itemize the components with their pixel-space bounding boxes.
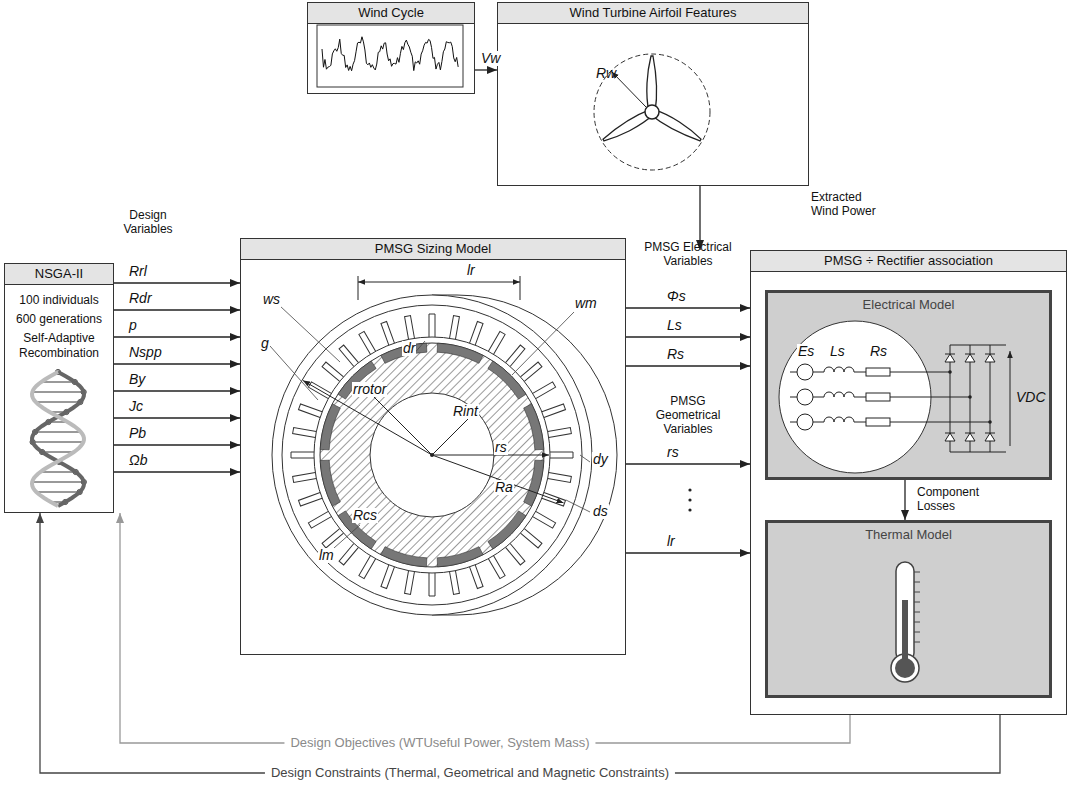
connector-arrow <box>114 363 240 364</box>
connector-arrow <box>626 552 750 553</box>
connector-arrow <box>114 282 240 283</box>
process-box: Wind Turbine Airfoil Features <box>497 2 809 186</box>
box-text: Self-Adaptive Recombination <box>5 329 113 363</box>
box-title: Wind Turbine Airfoil Features <box>498 3 808 24</box>
box-title: Thermal Model <box>768 523 1049 547</box>
connector-arrow <box>114 309 240 310</box>
process-box: Electrical ModelThermal Model PMSG ÷ Rect… <box>750 250 1067 715</box>
box-title: PMSG ÷ Rectifier association <box>751 251 1066 272</box>
symbol-label: Ra <box>494 480 514 495</box>
symbol-label: Rw <box>596 66 616 81</box>
symbol-label: rrotor <box>352 382 387 397</box>
connector-arrow <box>475 69 497 70</box>
ellipsis-dot <box>688 498 691 501</box>
symbol-label: Ls <box>829 344 846 359</box>
connector-label: Rdr <box>128 291 153 306</box>
box-title: Wind Cycle <box>308 3 474 24</box>
connector-label: Vw <box>480 51 501 66</box>
connector-arrow <box>626 365 750 366</box>
connector-label: Design Constraints (Thermal, Geometrical… <box>265 766 675 780</box>
group-label: PMSG Geometrical Variables <box>640 394 736 436</box>
symbol-label: Es <box>797 344 815 359</box>
box-text: 600 generations <box>5 310 113 329</box>
group-label: PMSG Electrical Variables <box>640 240 736 268</box>
group-label: Design Variables <box>116 208 180 236</box>
symbol-label: Rcs <box>352 508 378 523</box>
symbol-label: ds <box>592 504 609 519</box>
connector-label: Component Losses <box>916 485 988 513</box>
connector-arrow <box>114 336 240 337</box>
sub-model-box: Thermal Model <box>765 520 1052 698</box>
connector-arrow <box>114 390 240 391</box>
connector-label: Rs <box>666 347 685 362</box>
connector-label: Design Objectives (WTUseful Power, Syste… <box>284 736 595 750</box>
box-text: 100 individuals <box>5 291 113 310</box>
connector-label: rs <box>666 445 680 460</box>
symbol-label: VDC <box>1016 390 1046 405</box>
connector-label: Φs <box>666 289 687 304</box>
symbol-label: Rs <box>869 344 888 359</box>
process-box: PMSG Sizing Model <box>240 238 626 655</box>
symbol-label: wm <box>574 296 598 311</box>
process-box: Wind Cycle <box>307 2 475 94</box>
symbol-label: Rint <box>452 404 479 419</box>
connector-label: Pb <box>128 426 147 441</box>
symbol-label: dy <box>592 452 609 467</box>
sub-model-box: Electrical Model <box>765 290 1052 480</box>
connector-arrow <box>114 471 240 472</box>
ellipsis-dot <box>688 508 691 511</box>
connector-label: By <box>128 372 146 387</box>
connector-label: Ls <box>666 318 683 333</box>
connector-label: Nspp <box>128 345 163 360</box>
connector-label: Extracted Wind Power <box>810 190 884 218</box>
ellipsis-dot <box>688 488 691 491</box>
connector-arrow <box>626 307 750 308</box>
symbol-label: lm <box>318 548 335 563</box>
symbol-label: g <box>260 336 270 351</box>
connector-arrow <box>114 444 240 445</box>
connector-arrow <box>626 463 750 464</box>
symbol-label: rs <box>494 440 508 455</box>
connector-label: Jc <box>128 399 144 414</box>
box-title: NSGA-II <box>5 264 113 285</box>
box-title: PMSG Sizing Model <box>241 239 625 260</box>
box-title: Electrical Model <box>768 293 1049 317</box>
connector-arrow <box>114 417 240 418</box>
connector-label: Ωb <box>128 453 148 468</box>
connector-label: lr <box>666 534 676 549</box>
connector-arrow <box>626 336 750 337</box>
connector-label: Rrl <box>128 264 148 279</box>
symbol-label: lr <box>466 263 476 278</box>
process-box: NSGA-II 100 individuals600 generationsSel… <box>4 263 114 513</box>
symbol-label: ws <box>262 292 281 307</box>
symbol-label: dr <box>402 341 416 356</box>
connector-label: p <box>128 318 138 333</box>
